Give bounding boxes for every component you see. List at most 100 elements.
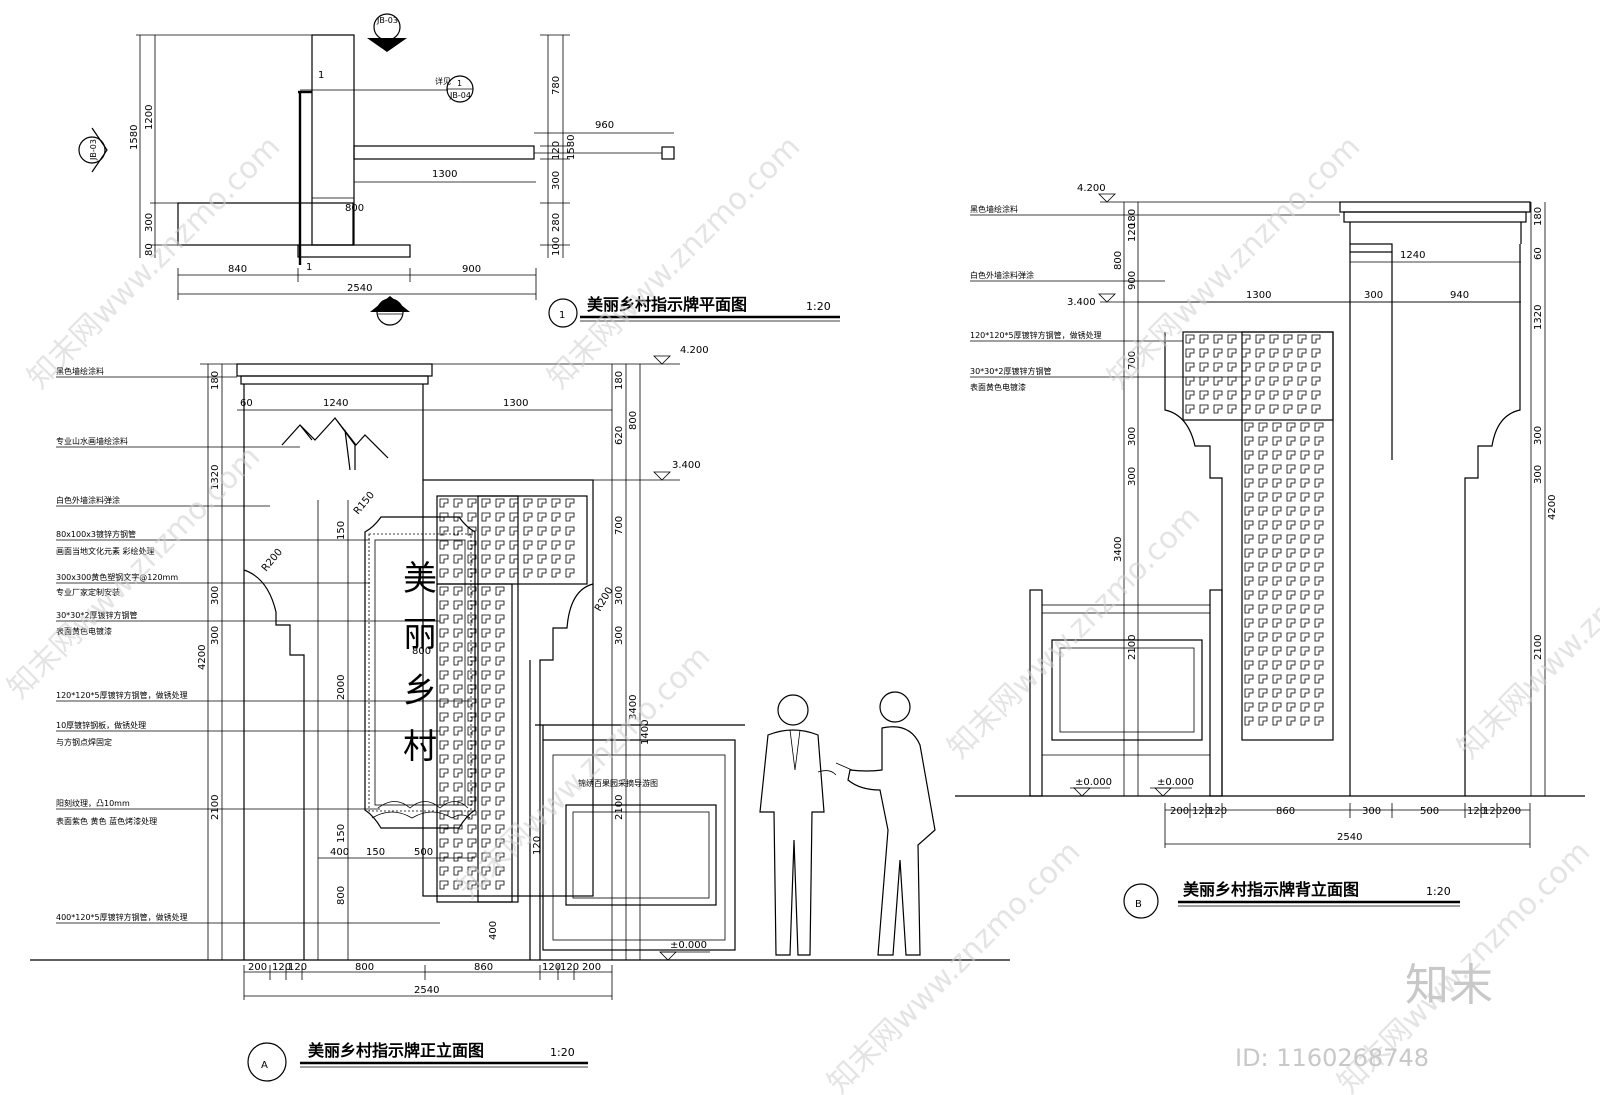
lattice-cell [467,568,477,578]
lattice-cell [495,866,505,876]
lattice-cell [1297,348,1307,358]
lattice-cell [467,866,477,876]
lattice-cell [453,726,463,736]
lattice-cell [495,568,505,578]
lattice-cell [495,554,505,564]
lattice-cell [1314,492,1324,502]
lattice-cell [467,600,477,610]
lattice-cell [481,712,491,722]
lattice-cell [467,540,477,550]
lattice-cell [1286,422,1296,432]
lattice-cell [1244,688,1254,698]
lattice-cell [1255,362,1265,372]
lattice-cell [481,642,491,652]
lattice-cell [509,540,519,550]
lattice-cell [1258,534,1268,544]
lattice-cell [467,740,477,750]
plan-section-mark-bottom [370,296,410,326]
svg-text:120: 120 [1208,806,1227,817]
plan-dim-300: 300 [144,213,155,232]
lattice-cell [1199,362,1209,372]
svg-text:1320: 1320 [210,465,221,490]
svg-text:2000: 2000 [336,675,347,700]
back-title-letter: B [1135,899,1142,910]
lattice-cell [565,526,575,536]
svg-text:200: 200 [1502,806,1521,817]
plan-title-number: 1 [559,310,565,321]
plan-title-number-circle [548,298,578,328]
front-note-13: 阳刻纹理，凸10mm [56,798,130,808]
svg-text:JB-04: JB-04 [449,91,471,100]
lattice-cell [495,600,505,610]
lattice-cell [1286,562,1296,572]
lattice-cell [453,642,463,652]
lattice-cell [1300,436,1310,446]
lattice-cell [467,526,477,536]
back-level-marks: 4.200 3.400 ±0.000 ±0.000 [1067,183,1194,797]
lattice-cell [467,642,477,652]
lattice-cell [439,540,449,550]
lattice-cell [1272,618,1282,628]
back-elevation: 180 120 800 900 700 300 300 3400 2100 18… [955,183,1585,919]
svg-text:4.200: 4.200 [1077,183,1106,194]
lattice-cell [1286,632,1296,642]
lattice-cell [453,670,463,680]
lattice-cell [1314,646,1324,656]
lattice-cell [1286,450,1296,460]
lattice-cell [467,554,477,564]
lattice-cell [439,824,449,834]
lattice-cell [481,498,491,508]
lattice-cell [453,852,463,862]
svg-text:180: 180 [1533,207,1544,226]
lattice-cell [1241,390,1251,400]
lattice-cell [1272,534,1282,544]
plan-section-mark-top: JB-03 [367,13,407,52]
lattice-cell [565,554,575,564]
lattice-cell [1199,376,1209,386]
lattice-cell [1272,422,1282,432]
lattice-cell [1213,348,1223,358]
lattice-cell [1300,450,1310,460]
lattice-cell [439,698,449,708]
lattice-cell [1241,348,1251,358]
plan-detail-callout: 详见 1 JB-04 [300,75,474,103]
lattice-cell [453,656,463,666]
lattice-cell [1314,422,1324,432]
lattice-cell [1283,362,1293,372]
svg-text:知末网www.znzmo.com: 知末网www.znzmo.com [1101,129,1367,395]
lattice-cell [1258,674,1268,684]
lattice-cell [1227,390,1237,400]
lattice-cell [453,554,463,564]
lattice-cell [1244,646,1254,656]
lattice-cell [1286,520,1296,530]
lattice-cell [523,540,533,550]
lattice-cell [1272,576,1282,586]
svg-text:2100: 2100 [1127,635,1138,660]
lattice-cell [537,554,547,564]
lattice-cell [1213,390,1223,400]
svg-text:800: 800 [412,646,431,657]
lattice-cell [1300,492,1310,502]
lattice-cell [509,526,519,536]
lattice-cell [509,512,519,522]
svg-text:2540: 2540 [347,283,372,294]
lattice-cell [1300,688,1310,698]
lattice-cell [495,768,505,778]
lattice-cell [495,754,505,764]
info-board-title: 锦绣百果园采摘导游图 [578,778,658,788]
lattice-cell [1314,604,1324,614]
lattice-cell [1241,404,1251,414]
front-right-profile [539,583,594,960]
lattice-cell [481,740,491,750]
lattice-cell [453,740,463,750]
lattice-cell [453,586,463,596]
svg-text:4200: 4200 [1547,495,1558,520]
svg-text:120: 120 [560,962,579,973]
lattice-cell [467,880,477,890]
lattice-cell [1286,604,1296,614]
lattice-cell [439,526,449,536]
svg-text:详见: 详见 [435,76,451,86]
front-note-1: 黑色墙绘涂料 [56,366,104,376]
lattice-cell [439,586,449,596]
svg-text:200: 200 [582,962,601,973]
